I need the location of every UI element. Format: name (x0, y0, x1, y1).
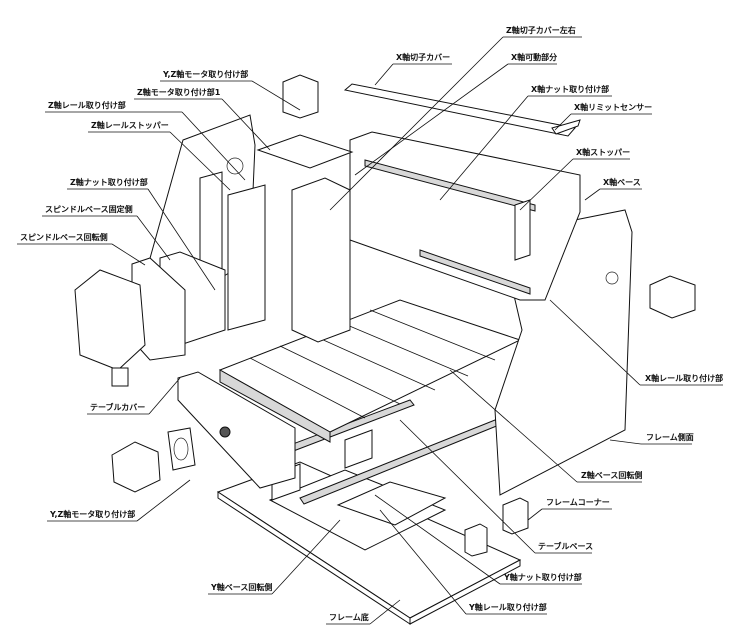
part-label: Z軸ベース回転側 (581, 470, 642, 480)
part-label: X軸切子カバー (396, 52, 450, 62)
y-stepper-motor (111, 441, 161, 493)
part-label: テーブルベース (538, 541, 593, 551)
leader-line (609, 439, 642, 445)
leader-line (439, 95, 529, 201)
frame-corner-2 (464, 523, 488, 557)
part-label: Y軸ナット取り付け部 (503, 572, 582, 582)
z-stepper-motor (282, 74, 319, 119)
coupling (219, 426, 231, 438)
part-label: Z軸モータ取り付け部1 (137, 87, 221, 97)
z-nut-mount (227, 184, 266, 331)
x-limit-sensor (551, 119, 581, 135)
leader-line (554, 113, 572, 131)
leader-line (169, 131, 231, 191)
part-label: X軸レール取り付け部 (645, 373, 723, 383)
x-axis-stopper (514, 199, 531, 261)
x-axis-chip-cover (343, 83, 576, 137)
part-label: X軸リミットセンサー (574, 102, 652, 112)
spindle-shaft (111, 367, 129, 387)
frame-bottom-edge-right (409, 559, 521, 625)
part-label: フレーム底 (329, 612, 369, 622)
leader-line (584, 188, 601, 201)
part-label: Z軸切子カバー左右 (506, 25, 576, 35)
x-axis-base (349, 131, 581, 301)
leader-line (221, 98, 271, 151)
leader-line (329, 36, 504, 211)
part-label: X軸ベース (603, 177, 641, 187)
part-label: Y,Z軸モータ取り付け部 (162, 69, 248, 79)
table-cover (177, 371, 296, 489)
spindle-motor (74, 269, 146, 371)
part-label: スピンドルベース回転側 (20, 232, 108, 242)
leader-line (549, 299, 641, 386)
leader-line (379, 509, 467, 615)
leader-line (251, 80, 301, 111)
y-base-block (344, 429, 373, 469)
leader-line (399, 419, 536, 554)
leader-line (369, 599, 401, 625)
part-label: X軸ストッパー (576, 147, 630, 157)
leader-line (111, 243, 146, 266)
y-rail-mount (336, 481, 447, 526)
leader-line (181, 111, 246, 181)
part-label: フレーム側面 (646, 432, 694, 442)
leader-line (374, 494, 501, 585)
leader-line (527, 508, 543, 521)
leader-line (271, 519, 341, 595)
leader-line (374, 63, 394, 86)
leader-line (148, 377, 181, 415)
part-label: X軸可動部分 (511, 52, 557, 62)
table-extrusion-front (219, 369, 331, 443)
leader-line (147, 188, 216, 291)
x-axis-rail-1 (364, 159, 536, 212)
part-label: X軸ナット取り付け部 (531, 84, 609, 94)
z-axis-base (291, 177, 351, 343)
part-label: Y軸ベース回転側 (210, 582, 272, 592)
x-axis-rail-2 (419, 249, 531, 295)
part-label: スピンドルベース固定側 (45, 204, 133, 214)
leader-line (449, 369, 578, 483)
z-motor-mount (256, 134, 354, 169)
leader-line (136, 479, 191, 522)
x-stepper-motor (649, 275, 696, 319)
part-label: テーブルカバー (90, 402, 145, 412)
part-label: Y,Z軸モータ取り付け部 (49, 509, 135, 519)
part-label: Z軸レールストッパー (91, 120, 169, 130)
part-label: Y軸レール取り付け部 (468, 602, 547, 612)
leader-line (354, 63, 509, 176)
part-label: Z軸レール取り付け部 (48, 100, 126, 110)
leader-line (136, 215, 171, 261)
leader-line (519, 158, 574, 211)
part-label: フレームコーナー (546, 498, 610, 507)
frame-corner-1 (502, 497, 529, 535)
part-label: Z軸ナット取り付け部 (70, 177, 148, 187)
